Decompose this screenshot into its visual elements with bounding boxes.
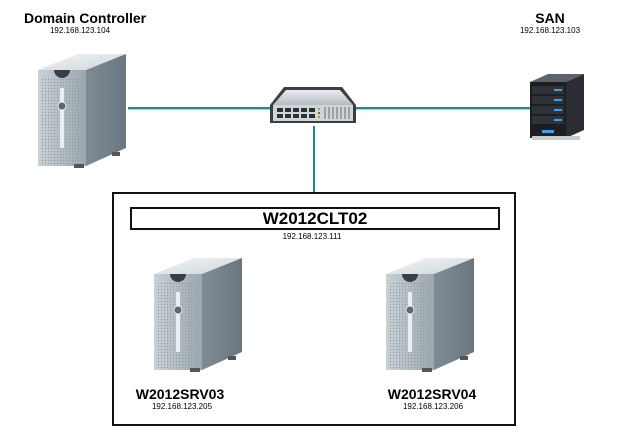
san-rack-server-icon[interactable] [526,70,588,142]
link-dc-to-switch [128,107,270,109]
srv03-ip: 192.168.123.205 [151,402,213,411]
cluster-group-box [112,192,516,426]
srv03-tower-server-icon[interactable] [148,252,248,377]
domain-controller-label: Domain Controller [24,10,147,26]
srv04-label: W2012SRV04 [387,386,477,402]
san-label: SAN [535,10,565,26]
srv04-ip: 192.168.123.206 [402,402,464,411]
link-switch-to-san [356,107,534,109]
link-switch-to-cluster [313,126,315,193]
srv04-tower-server-icon[interactable] [380,252,480,377]
domain-controller-tower-server-icon[interactable] [32,48,132,173]
san-ip: 192.168.123.103 [519,26,581,35]
network-switch-icon[interactable] [266,83,360,129]
domain-controller-ip: 192.168.123.104 [49,26,111,35]
srv03-label: W2012SRV03 [135,386,225,402]
cluster-name: W2012CLT02 [130,207,500,230]
cluster-ip: 192.168.123.111 [282,232,342,241]
